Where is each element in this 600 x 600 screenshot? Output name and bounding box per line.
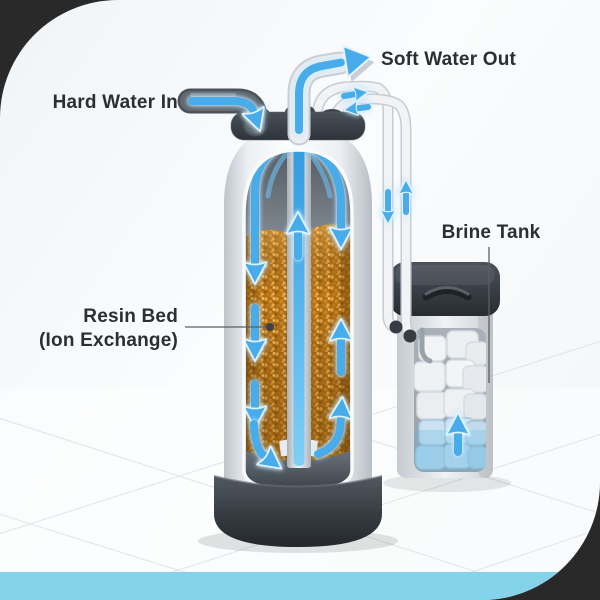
- brine-line-fitting: [389, 320, 403, 334]
- lid-highlight: [395, 265, 495, 285]
- labels: Hard Water In Soft Water Out Brine Tank …: [39, 49, 541, 383]
- flow-arrow-right-icon: [250, 420, 266, 457]
- lid-handle: [422, 287, 472, 301]
- brine-line-flow: [341, 94, 458, 456]
- tank-base: [214, 476, 382, 547]
- label-hard-water-in: Hard Water In: [53, 92, 178, 113]
- label-brine-tank: Brine Tank: [442, 222, 541, 243]
- label-resin-bed: Resin Bed: [83, 306, 178, 327]
- label-soft-water-out: Soft Water Out: [381, 49, 517, 70]
- brine-tank-shadow: [383, 474, 511, 492]
- base-rim-highlight: [213, 475, 383, 488]
- brine-lines: [312, 80, 418, 343]
- soft-water-stream: [295, 58, 345, 134]
- flow-arrow-left-icon: [356, 107, 371, 109]
- flow-arrow-up-icon: [314, 416, 341, 458]
- lid-handle-highlight: [424, 286, 470, 296]
- resin-tank: [198, 104, 398, 553]
- salt-blocks: [414, 330, 486, 472]
- flow-arrow-down-icon: [188, 97, 254, 113]
- flow-arrow-right-icon: [341, 94, 356, 96]
- brine-water-level: [414, 430, 486, 472]
- tank-shell: [224, 125, 372, 513]
- brine-draw-tube: [419, 327, 433, 364]
- brine-line-fitting: [403, 329, 417, 343]
- flow-arrow-right-icon: [341, 44, 373, 79]
- riser-water-stream: [293, 140, 305, 466]
- label-resin-bed-subtitle: (Ion Exchange): [39, 330, 178, 351]
- accent-bar: [0, 572, 600, 600]
- outlet-pipe: [287, 44, 375, 146]
- resin-leader-dot: [266, 323, 274, 331]
- inlet-pipe: [177, 88, 268, 137]
